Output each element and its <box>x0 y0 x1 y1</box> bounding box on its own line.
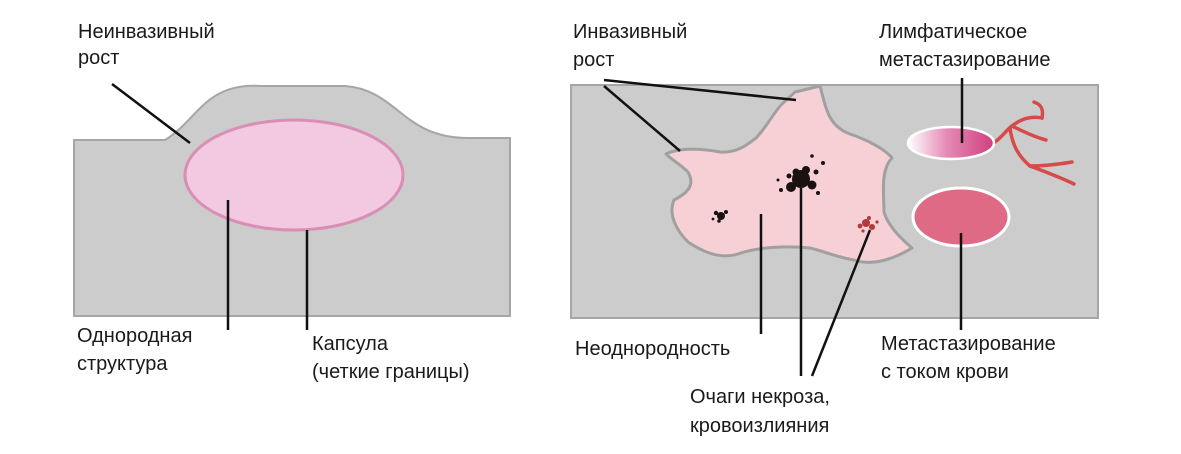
right-panel-invasive: Инвазивный рост Лимфатическое метастазир… <box>570 21 1099 437</box>
label-capsule: Капсула (четкие границы) <box>312 333 470 383</box>
encapsulated-tumor <box>183 118 405 232</box>
lymph-node-metastasis <box>906 125 996 161</box>
label-homogeneous-structure: Однородная структура <box>77 325 198 375</box>
leader-noninvasive <box>111 83 191 144</box>
hemorrhage-focus <box>857 216 879 233</box>
leader-invasive-1 <box>603 78 797 102</box>
label-blood-metastasis: Метастазирование с током крови <box>881 333 1061 383</box>
label-necrosis-hemorrhage: Очаги некроза, кровоизлияния <box>690 386 835 437</box>
label-lymphatic-metastasis: Лимфатическое метастазирование <box>879 21 1051 71</box>
leader-hemorrhage <box>810 229 872 377</box>
leader-invasive-2 <box>603 85 681 152</box>
label-invasive-growth: Инвазивный рост <box>573 21 693 71</box>
necrosis-foci <box>711 154 825 223</box>
left-panel-noninvasive: Неинвазивный рост Однородная структура К… <box>73 21 511 383</box>
label-heterogeneity: Неоднородность <box>575 338 730 360</box>
label-noninvasive-growth: Неинвазивный рост <box>78 21 220 69</box>
